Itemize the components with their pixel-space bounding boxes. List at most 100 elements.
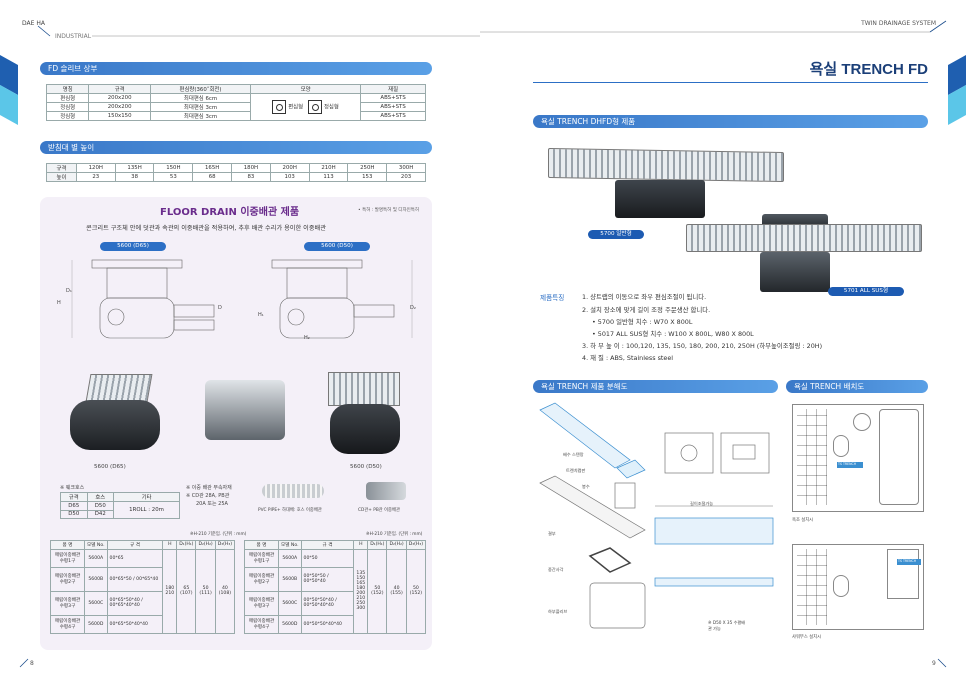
feature-line: 1. 샹트랩의 이동으로 좌우 편심조절이 됩니다. [582,293,707,301]
photo-label-d65: 5600 (D65) [94,464,126,470]
cell: ABS+STS [360,102,426,112]
trench-5701-body [760,252,830,292]
cell: 200x200 [88,93,151,103]
footer-marks [19,658,947,668]
table-row: 매립이중배관 수평4구 5600D 00*65*50*40*40 [50,614,235,634]
photo-label-d50: 5600 (D50) [350,464,382,470]
feature-line: 4. 재 질 : ABS, Stainless steel [582,354,674,362]
exploded-label: 결부 [548,531,556,536]
page-number-left: 8 [30,660,34,667]
table-row: 매립이중배관 수평1구 5600A 00*65 180 210 65 (107)… [50,548,236,634]
photo-d65-body [70,400,160,450]
table-row: 매립이중배관 수평3구 5600C 00*65*50*40 / 00*65*40… [50,590,235,616]
cell: 153 [347,172,388,182]
drawing-5600-d50 [271,259,413,339]
note-line: ※ 이중 배관 부속자재 [186,485,232,491]
cell: 00*50*50 / 00*50*40 [300,566,355,592]
cell: 00*50*50*40 / 00*50*40*40 [300,590,355,616]
support-title-bar: 받침대 별 높이 [40,141,432,154]
floor-drain-subtitle: 콘크리트 구조체 안에 덧관과 속관의 이중배관을 적용하여, 추후 배관 수리… [86,225,326,232]
trench-label: TS TRENCH [898,559,917,563]
cell: 180 210 [162,548,178,634]
table-row: 품 명 모델 No. 규 격 H D₁(H₁) D₂(H₂) D₃(H₃) [244,540,427,550]
cell: 매립이중배관 수평4구 [244,614,279,634]
cell: 53 [153,172,194,182]
trench-5700-photo [548,147,784,183]
floor-drain-patent: • 특허 : 발명특허 및 디자인특허 [358,208,420,213]
cell: 150H [153,163,194,173]
cell: 203 [386,172,426,182]
cell: 매립이중배관 수평3구 [50,590,85,616]
sleeve-h-material: 재질 [360,84,426,94]
cell: 50 (152) [367,548,388,634]
cell: 기타 [113,492,180,502]
cd-caption: CD관+ PB관 이중배관 [358,508,400,513]
spec-table-right: 품 명 모델 No. 규 격 H D₁(H₁) D₂(H₂) D₃(H₃) 매립… [244,540,427,634]
cell: 135 150 165 180 200 210 250 300 [353,548,369,634]
page-number-right: 9 [932,660,936,667]
trench-5701-photo [686,224,922,252]
cell: ABS+STS [360,111,426,121]
dim-label: D₁ [66,288,72,294]
photo-d50-grate [328,372,400,406]
exploded-label: 길이조절가능 [690,501,714,506]
cell: 최대편심 3cm [149,111,252,121]
bathtub-layout: TS TRENCH [792,404,924,512]
cell: 높이 [46,172,77,182]
cell: H [353,540,369,550]
cell: D₁(H₁) [367,540,388,550]
bathtub-caption: 욕조 설치시 [792,518,814,523]
badge-5700: 5700 일반형 [588,230,644,239]
shower-caption: 샤워부스 설치시 [792,635,822,640]
features-label: 제품특징 [540,294,565,302]
right-title: TWIN DRAINAGE SYSTEM [861,20,936,27]
cell: 210H [308,163,349,173]
cell: 250H [347,163,388,173]
cell: 5600C [278,590,302,616]
tab-5600-d65: 5600 (D65) [100,242,166,251]
trench-label: TS TRENCH [838,462,857,466]
table-row: 품 명 모델 No. 규 격 H D₁(H₁) D₂(H₂) D₃(H₃) [50,540,236,550]
cell: 매립이중배관 수평4구 [50,614,85,634]
exploded-label: 봉수 [582,484,590,489]
cell: 모델 No. [278,540,302,550]
cell: 규격 [46,163,77,173]
shape-label: 편심형 [288,104,304,111]
cell: 모델 No. [84,540,108,550]
cell: 113 [308,172,349,182]
trench-5700-body [615,180,705,218]
cell: 150x150 [88,111,151,121]
cell: 품 명 [50,540,85,550]
cell: 200H [269,163,310,173]
cell: 5600C [84,590,108,616]
table-row: 규격 호스 기타 [60,492,180,502]
exploded-title-bar: 욕실 TRENCH 제품 분해도 [533,380,778,393]
side-decoration-right [948,55,966,125]
side-decoration-left [0,55,18,125]
cd-pb-photo [366,482,406,500]
cell: 정심형 [45,111,90,121]
exploded-label: 트렌치캡판 [566,468,586,473]
cell: 규격 [60,492,88,502]
pvc-hose-photo [262,484,324,498]
cell: 매립이중배관 수평3구 [244,590,279,616]
cell: ABS+STS [360,93,426,103]
table-row: 규격 120H 135H 150H 165H 180H 200H 210H 25… [46,163,426,173]
cell: 300H [386,163,426,173]
photo-d65-grate [85,374,153,402]
sleeve-h-shape: 모양 [250,84,362,94]
layout-title-bar: 욕실 TRENCH 배치도 [786,380,928,393]
table-note-left: ※H-210 기준입. (단위 : mm) [190,532,247,537]
shape-label: 정심형 [323,104,339,111]
cell: 180H [231,163,271,173]
exploded-label: 하부플리브 [548,609,568,614]
cell: 65 (107) [176,548,197,634]
sleeve-table: 명칭 규격 편심량(360˚회전) 모양 재질 편심형 200x200 최대편심… [45,84,426,121]
cell: 규 격 [106,540,164,550]
table-row: D50 D42 [60,509,180,519]
cell: 5600A [278,548,302,568]
table-row: 정심형 150x150 최대편심 3cm ABS+STS [45,111,426,121]
cell: 00*65*50 / 00*65*40 [106,566,164,592]
dim-label: D₂ [410,305,416,311]
sleeve-title-bar: FD 슬리브 상부 [40,62,432,75]
